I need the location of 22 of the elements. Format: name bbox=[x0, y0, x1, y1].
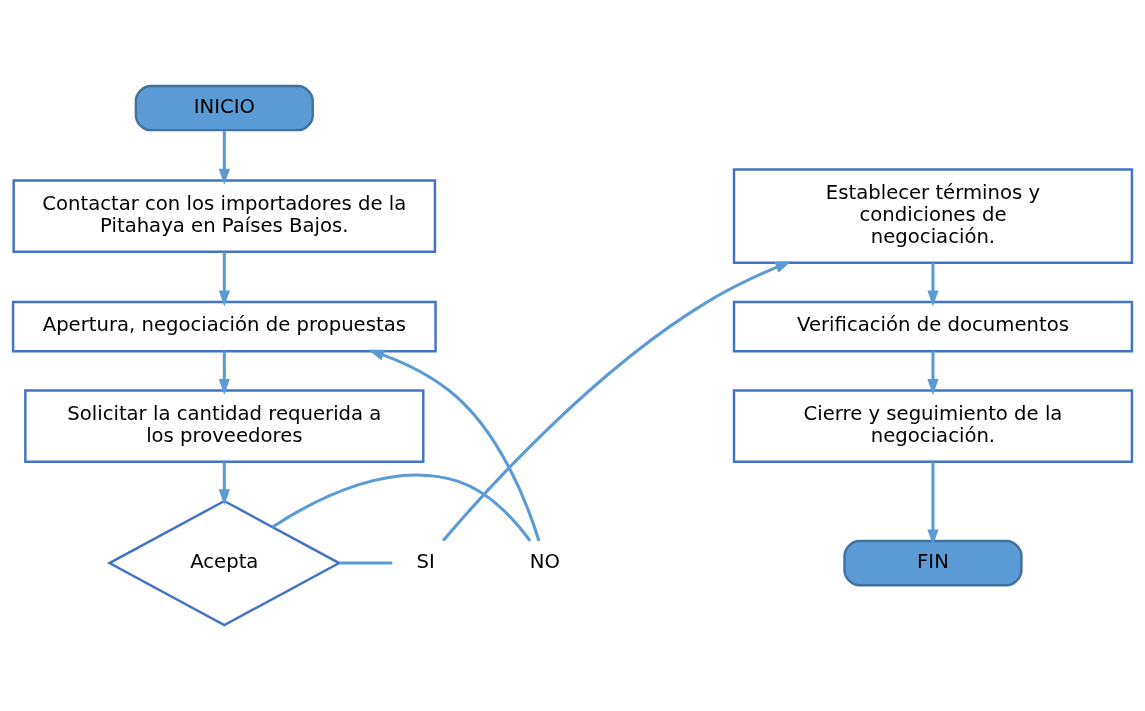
node-box: Cierre y seguimiento de la negociación. bbox=[732, 389, 1134, 463]
node-box: INICIO bbox=[134, 84, 314, 132]
connector bbox=[271, 473, 532, 542]
arrow bbox=[927, 262, 939, 307]
node-box: Establecer términos y condiciones de negociación. bbox=[732, 168, 1134, 264]
arrow bbox=[218, 351, 230, 395]
arrow bbox=[218, 130, 230, 185]
arrow bbox=[368, 349, 541, 542]
node-diamond: Acepta bbox=[106, 499, 342, 627]
node-box: Solicitar la cantidad requerida a los proveedores bbox=[24, 389, 425, 463]
arrow bbox=[218, 462, 230, 506]
node-text: NO bbox=[529, 549, 560, 573]
node-box: Apertura, negociación de propuestas bbox=[11, 300, 437, 353]
node-box: Verificación de documentos bbox=[732, 300, 1134, 353]
node-box: FIN bbox=[843, 539, 1023, 587]
arrow bbox=[927, 351, 939, 395]
node-box: Contactar con los importadores de la Pitahaya en Países Bajos. bbox=[12, 179, 437, 253]
connector bbox=[339, 561, 393, 565]
arrow bbox=[218, 252, 230, 307]
arrow bbox=[927, 462, 939, 546]
arrow bbox=[442, 261, 792, 542]
node-text: SI bbox=[416, 549, 435, 573]
